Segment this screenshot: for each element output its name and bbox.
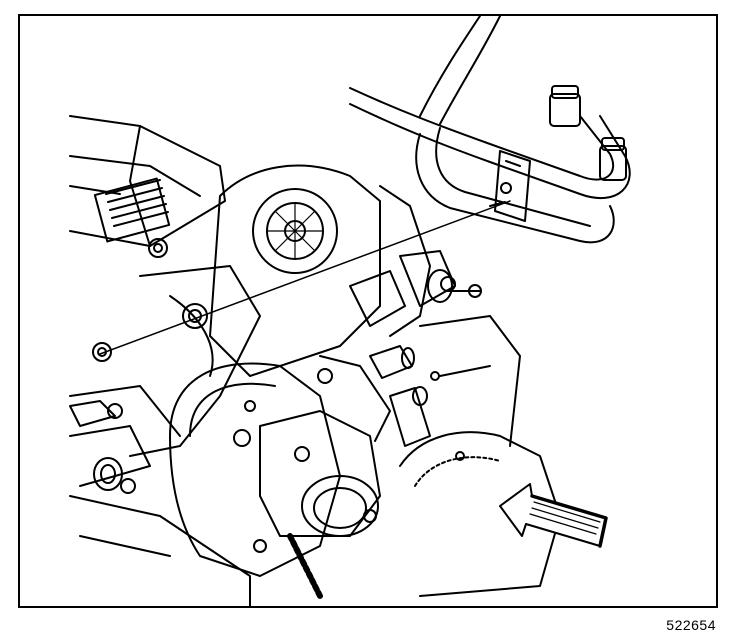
illustration-frame <box>18 14 718 608</box>
intake-manifold <box>69 115 226 258</box>
timing-cover <box>129 164 381 457</box>
water-outlet <box>259 345 431 537</box>
engine-illustration <box>69 16 631 606</box>
engine-right-side <box>287 185 561 599</box>
view-arrow <box>499 483 608 548</box>
mounting-stud-lines <box>92 200 511 362</box>
lower-pulley <box>169 362 341 577</box>
figure-number: 522654 <box>666 617 716 633</box>
engine-block-lower <box>69 385 251 606</box>
heater-pipes <box>349 16 631 244</box>
